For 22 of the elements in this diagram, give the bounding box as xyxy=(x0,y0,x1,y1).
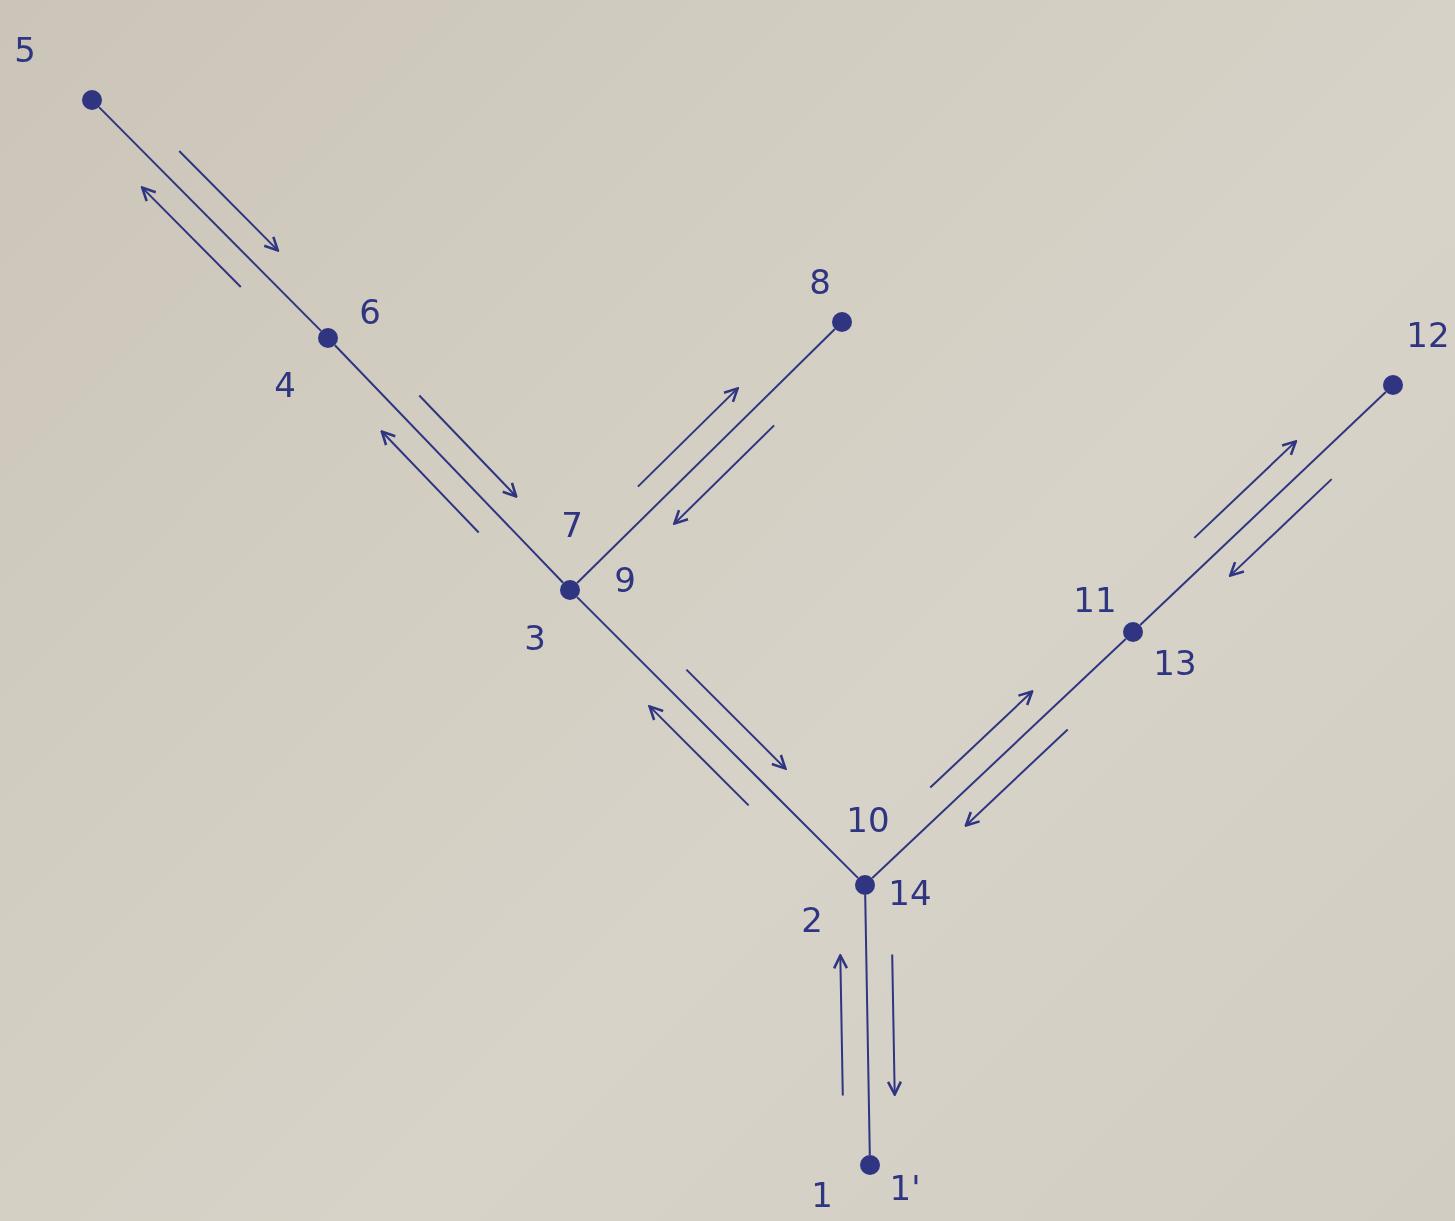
node-number: 14 xyxy=(888,876,932,910)
connector-line xyxy=(864,894,871,1156)
connector-line xyxy=(1139,390,1387,627)
node-number: 5 xyxy=(14,33,36,67)
node-number: 12 xyxy=(1406,318,1450,352)
node-number: 3 xyxy=(524,621,546,655)
node-number: 4 xyxy=(274,368,296,402)
connector-line xyxy=(576,596,859,879)
node-number: 1' xyxy=(889,1171,921,1205)
node-number: 1 xyxy=(811,1178,833,1212)
node-number: 6 xyxy=(359,295,381,329)
node-number: 10 xyxy=(846,803,890,837)
connector-line xyxy=(98,106,322,332)
node-number: 13 xyxy=(1153,646,1197,680)
connector-line xyxy=(576,328,836,584)
node-number: 2 xyxy=(801,903,823,937)
node-number: 8 xyxy=(809,265,831,299)
connector-line xyxy=(871,637,1127,880)
node-number: 9 xyxy=(614,563,636,597)
connector-line xyxy=(333,344,565,584)
node-number: 11 xyxy=(1073,583,1117,617)
node-number: 7 xyxy=(561,508,583,542)
